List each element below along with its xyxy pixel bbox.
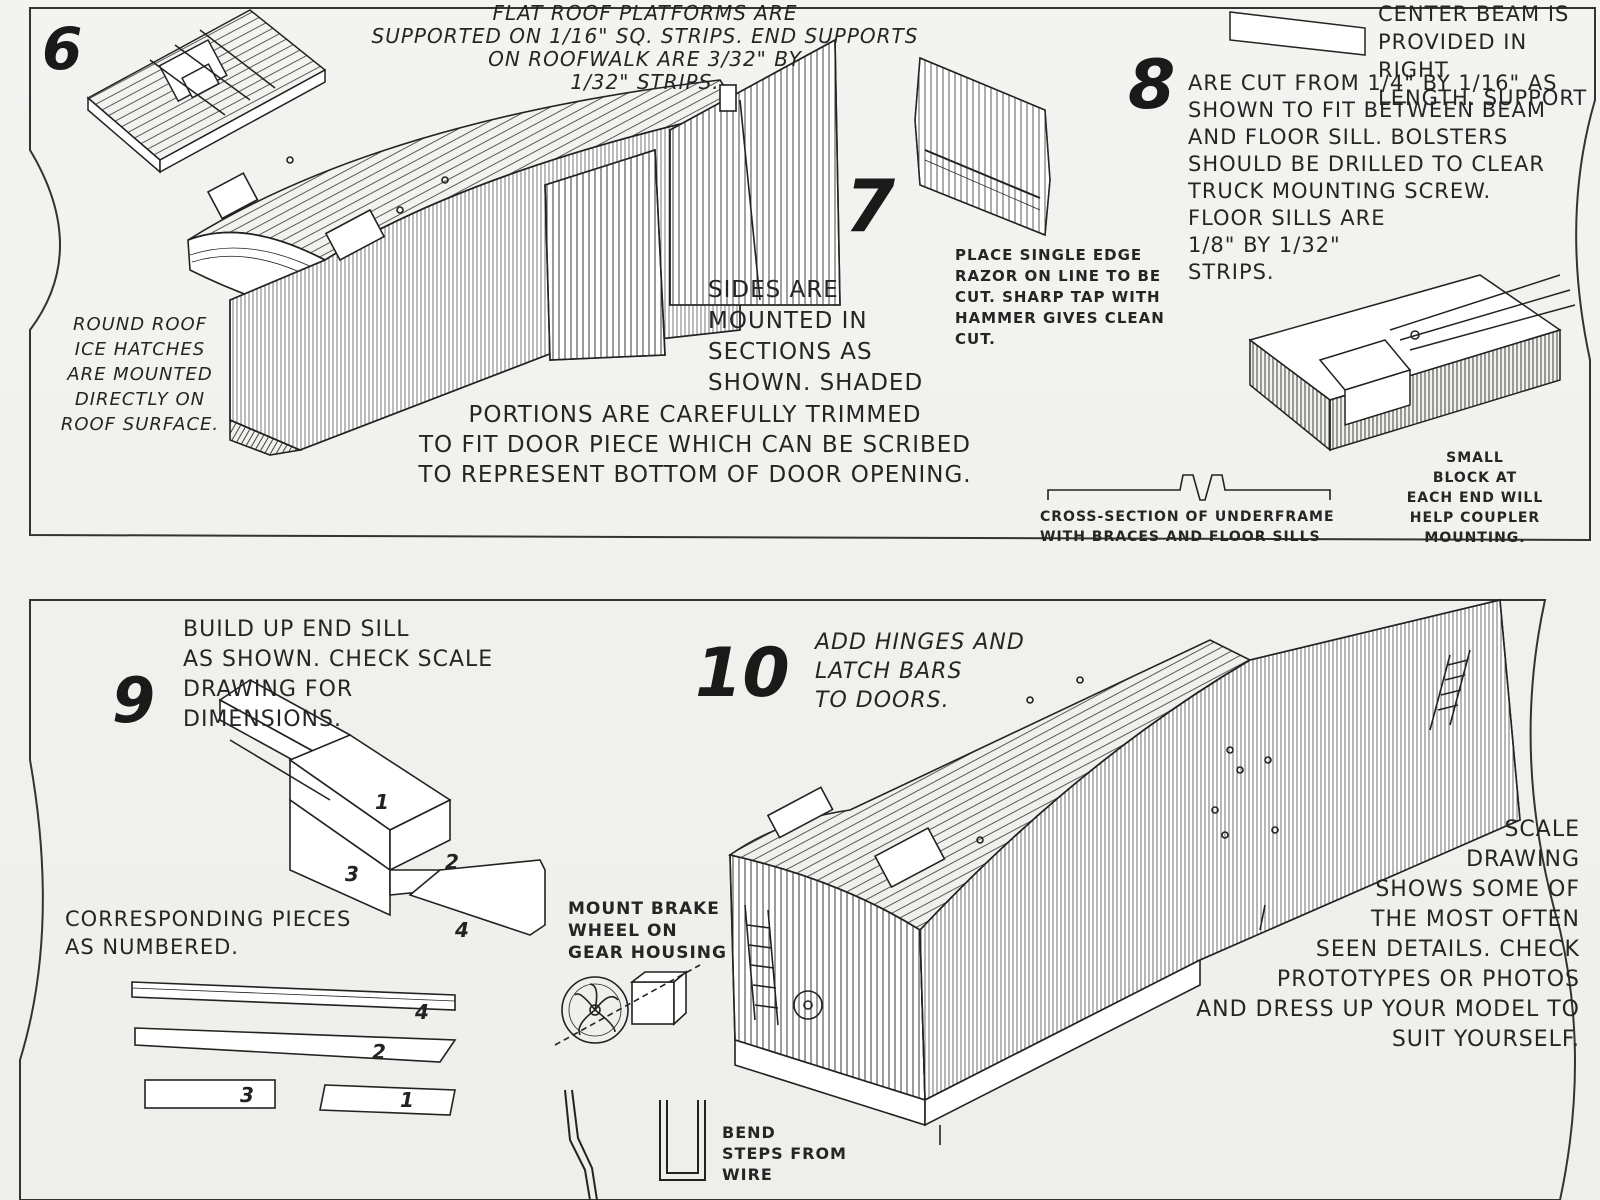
step-number-9: 9 (112, 664, 156, 737)
brake-wheel-drawing (554, 964, 701, 1046)
step9-pieces-note: CORRESPONDING PIECES AS NUMBERED. (65, 907, 352, 959)
step-number-10: 10 (695, 634, 790, 713)
step-number-7: 7 (845, 164, 896, 248)
piece-label-4: 4 (415, 1000, 429, 1024)
step6-ice-hatch-note: ROUND ROOF ICE HATCHES ARE MOUNTED DIREC… (60, 314, 220, 435)
step10-scale-note: SCALE DRAWING SHOWS SOME OF THE MOST OFT… (1196, 817, 1580, 1052)
step9-caption: BUILD UP END SILL AS SHOWN. CHECK SCALE … (183, 617, 494, 732)
cross-section-drawing (1047, 474, 1331, 501)
assembly-label-4: 4 (455, 918, 469, 942)
piece-label-2: 2 (372, 1040, 386, 1064)
step10-steps-note: BEND STEPS FROM WIRE (722, 1123, 847, 1184)
wire-steps-drawing (564, 1089, 706, 1200)
top-panel-frame (29, 7, 1596, 542)
assembly-label-1: 1 (375, 790, 389, 814)
side-piece-razor-drawing (914, 56, 1051, 237)
step-number-8: 8 (1128, 46, 1176, 125)
center-beam-drawing (1229, 11, 1366, 56)
underframe-drawing (1248, 274, 1576, 452)
step8-caption-main: ARE CUT FROM 1/4" BY 1/16" AS SHOWN TO F… (1188, 71, 1558, 284)
roof-platform-drawing (86, 9, 327, 174)
bottom-panel-frame (19, 599, 1576, 1200)
end-sill-assembly-drawing (218, 679, 546, 936)
loose-pieces-drawing (131, 981, 457, 1116)
step7-caption-left: SIDES ARE MOUNTED IN SECTIONS AS SHOWN. … (708, 277, 924, 396)
finished-car-drawing (728, 599, 1521, 1145)
step8-caption-top: CENTER BEAM IS PROVIDED IN RIGHT LENGTH.… (1378, 2, 1588, 110)
step7-caption-wide: PORTIONS ARE CAREFULLY TRIMMED TO FIT DO… (418, 402, 972, 488)
piece-label-3: 3 (240, 1083, 254, 1107)
step8-block-note: SMALL BLOCK AT EACH END WILL HELP COUPLE… (1406, 450, 1544, 546)
step7-razor-note: PLACE SINGLE EDGE RAZOR ON LINE TO BE CU… (955, 246, 1165, 348)
piece-label-1: 1 (400, 1088, 414, 1112)
step6-caption: FLAT ROOF PLATFORMS ARE SUPPORTED ON 1/1… (371, 1, 919, 94)
step10-caption: ADD HINGES AND LATCH BARS TO DOORS. (815, 630, 1025, 713)
car-body-step6 (187, 38, 841, 456)
step10-brake-note: MOUNT BRAKE WHEEL ON GEAR HOUSING (568, 899, 727, 963)
step-number-6: 6 (42, 15, 83, 83)
assembly-label-2: 2 (445, 850, 459, 874)
assembly-label-3: 3 (345, 862, 359, 886)
step8-cross-section-label: CROSS-SECTION OF UNDERFRAME WITH BRACES … (1040, 509, 1335, 545)
